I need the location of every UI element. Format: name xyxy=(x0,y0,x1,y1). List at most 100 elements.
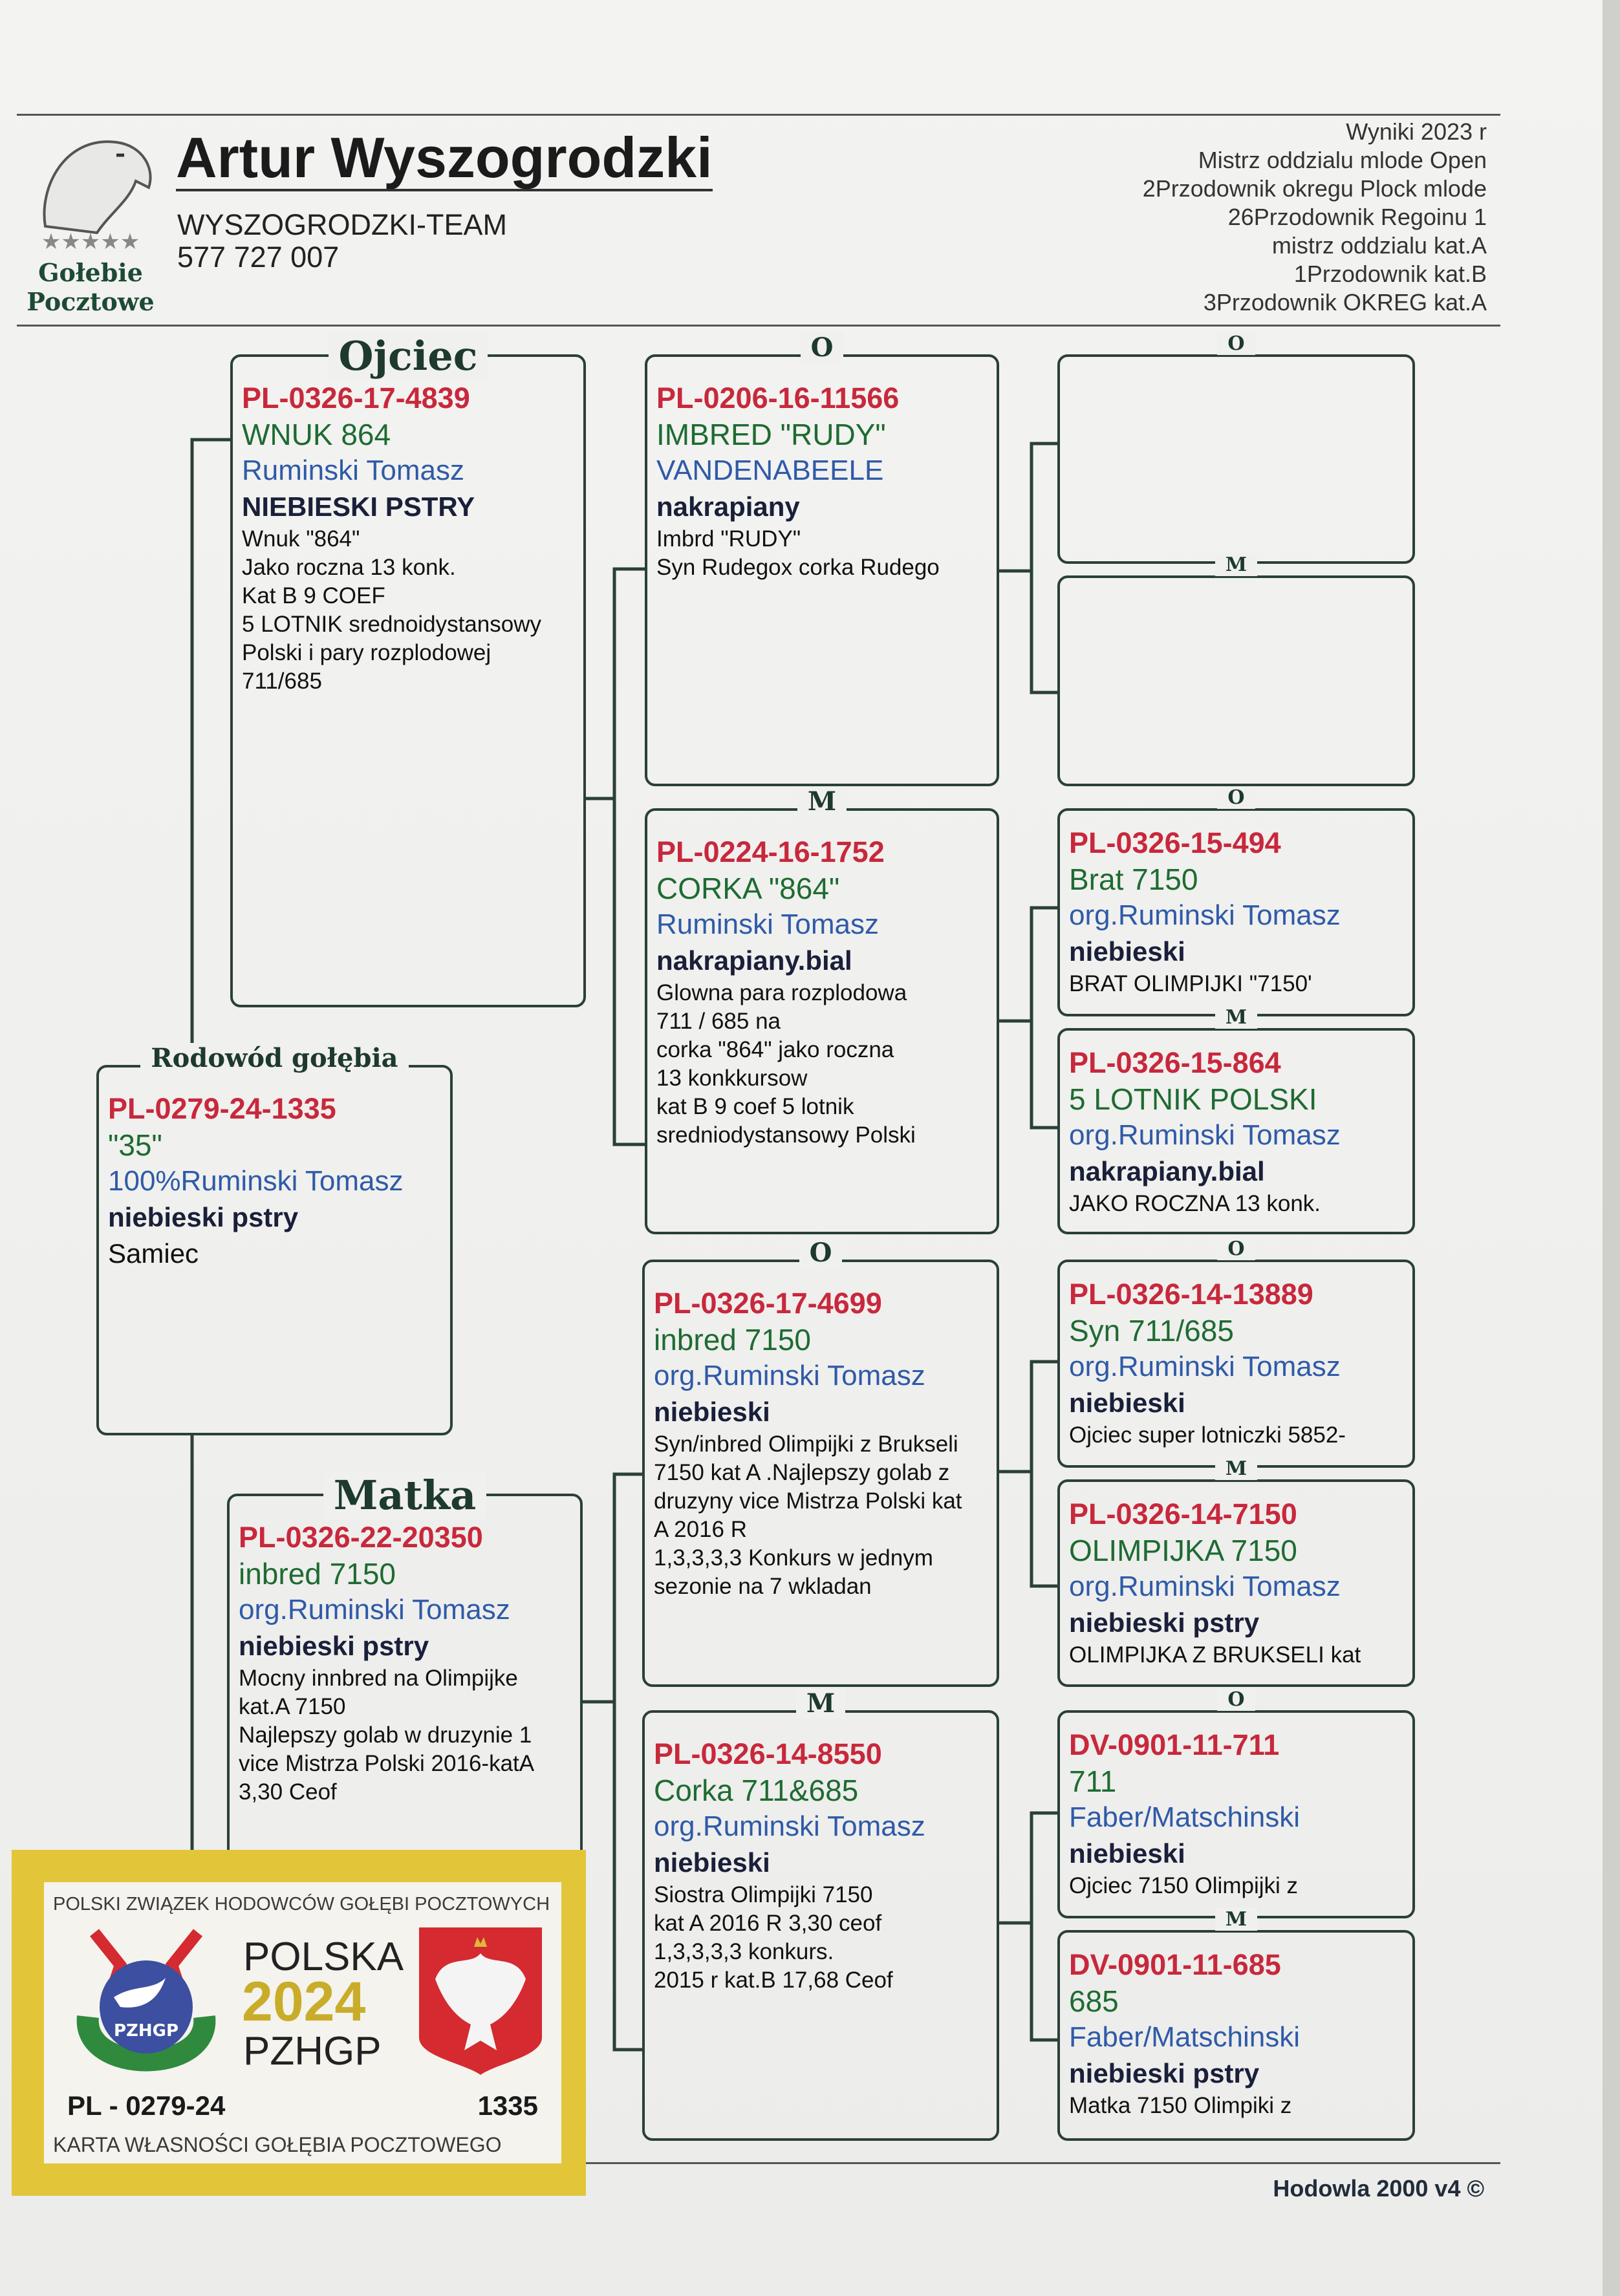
result-line: 3Przodownik OKREG kat.A xyxy=(1203,289,1487,316)
pigeon-name: Syn 711/685 xyxy=(1069,1314,1234,1347)
ring-number: PL-0326-14-13889 xyxy=(1069,1278,1313,1311)
polish-eagle-shield-icon xyxy=(419,1927,542,2075)
ring-number: PL-0326-17-4839 xyxy=(242,381,470,414)
pigeon-name: inbred 7150 xyxy=(654,1323,811,1357)
note-line: druzyny vice Mistrza Polski kat xyxy=(654,1488,962,1514)
note-line: kat A 2016 R 3,30 ceof xyxy=(654,1911,882,1936)
ring-number: DV-0901-11-685 xyxy=(1069,1948,1281,1981)
sticker-year: 2024 xyxy=(242,1971,366,2033)
note-line: Wnuk "864" xyxy=(242,526,360,552)
plumage-color: nakrapiany xyxy=(656,491,800,522)
note-line: 5 LOTNIK srednoidystansowy xyxy=(242,612,541,637)
box-label: M xyxy=(1215,553,1258,576)
breeder-owner: org.Ruminski Tomasz xyxy=(239,1594,510,1625)
note-line: JAKO ROCZNA 13 konk. xyxy=(1069,1191,1321,1216)
box-label: Rodowód gołębia xyxy=(140,1043,409,1073)
pigeon-name: IMBRED "RUDY" xyxy=(656,418,886,451)
software-credit: Hodowla 2000 v4 © xyxy=(1273,2175,1484,2202)
breeder-owner: Faber/Matschinski xyxy=(1069,1801,1301,1833)
ring-number: PL-0326-22-20350 xyxy=(239,1521,483,1554)
note-line: 13 konkkursow xyxy=(656,1066,808,1091)
box-label: O xyxy=(1217,332,1255,355)
result-line: Wyniki 2023 r xyxy=(1346,118,1487,145)
header-top-rule xyxy=(17,114,1500,116)
breeder-name: Artur Wyszogrodzki xyxy=(176,127,713,191)
breeder-owner: Faber/Matschinski xyxy=(1069,2021,1301,2053)
plumage-color: NIEBIESKI PSTRY xyxy=(242,491,475,522)
box-label: M xyxy=(795,1688,846,1719)
plumage-color: niebieski pstry xyxy=(1069,2058,1260,2088)
svg-text:Gołebie: Gołebie xyxy=(38,258,143,287)
note-line: vice Mistrza Polski 2016-katA xyxy=(239,1751,535,1776)
ring-number: PL-0279-24-1335 xyxy=(108,1092,336,1125)
result-line: 1Przodownik kat.B xyxy=(1293,261,1487,287)
sticker-ring-prefix: PL - 0279-24 xyxy=(67,2090,226,2121)
note-line: sredniodystansowy Polski xyxy=(656,1122,916,1148)
sticker-abbr: PZHGP xyxy=(243,2029,382,2074)
breeder-owner: org.Ruminski Tomasz xyxy=(1069,1571,1341,1602)
pigeon-name: Brat 7150 xyxy=(1069,863,1198,896)
note-line: Imbrd "RUDY" xyxy=(656,526,801,552)
breeder-owner: Ruminski Tomasz xyxy=(242,455,464,486)
pigeon-name: CORKA "864" xyxy=(656,872,840,905)
phone-number: 577 727 007 xyxy=(177,241,340,274)
note-line: 3,30 Ceof xyxy=(239,1779,337,1805)
plumage-color: niebieski xyxy=(1069,936,1185,967)
note-line: 7150 kat A .Najlepszy golab z xyxy=(654,1460,950,1485)
breeder-owner: Ruminski Tomasz xyxy=(656,908,879,940)
plumage-color: nakrapiany.bial xyxy=(656,945,852,976)
ring-number: PL-0326-14-8550 xyxy=(654,1737,882,1770)
box-label: Ojciec xyxy=(328,332,488,380)
ownership-card-sticker: POLSKI ZWIĄZEK HODOWCÓW GOŁĘBI POCZTOWYC… xyxy=(12,1850,586,2196)
pigeon-name: WNUK 864 xyxy=(242,418,391,451)
breeder-owner: org.Ruminski Tomasz xyxy=(654,1360,925,1391)
svg-text:PZHGP: PZHGP xyxy=(114,2021,178,2041)
plumage-color: niebieski xyxy=(1069,1388,1185,1418)
pigeon-name: "35" xyxy=(108,1128,162,1162)
breeder-owner: 100%Ruminski Tomasz xyxy=(108,1165,404,1197)
box-label: O xyxy=(1217,1688,1255,1711)
result-line: 2Przodownik okregu Plock mlode xyxy=(1142,175,1487,202)
pigeon-logo-icon: ★★★★★ Gołebie Pocztowe xyxy=(27,140,155,316)
header-bottom-rule xyxy=(17,325,1500,327)
ring-number: PL-0326-17-4699 xyxy=(654,1287,882,1320)
note-line: OLIMPIJKA Z BRUKSELI kat xyxy=(1069,1642,1361,1668)
great-grandparent-box: O xyxy=(1057,332,1415,564)
sticker-card-title: KARTA WŁASNOŚCI GOŁĘBIA POCZTOWEGO xyxy=(53,2133,502,2156)
pigeon-name: 5 LOTNIK POLSKI xyxy=(1069,1082,1317,1116)
note-line: 1,3,3,3,3 Konkurs w jednym xyxy=(654,1545,933,1571)
ring-number: PL-0326-15-494 xyxy=(1069,826,1281,859)
great-grandparent-box: M xyxy=(1057,553,1415,786)
box-label: O xyxy=(1217,1238,1255,1260)
ring-number: PL-0224-16-1752 xyxy=(656,835,885,868)
box-label: O xyxy=(800,332,844,363)
note-line: Siostra Olimpijki 7150 xyxy=(654,1882,873,1907)
box-label: O xyxy=(1217,786,1255,809)
pigeon-name: OLIMPIJKA 7150 xyxy=(1069,1534,1297,1567)
plumage-color: niebieski xyxy=(1069,1838,1185,1869)
ring-number: PL-0206-16-11566 xyxy=(656,381,900,414)
note-line: A 2016 R xyxy=(654,1517,747,1542)
footer-rule xyxy=(17,2162,1500,2164)
note-line: BRAT OLIMPIJKI "7150' xyxy=(1069,971,1312,996)
note-line: Ojciec super lotniczki 5852- xyxy=(1069,1422,1346,1448)
note-line: 711 / 685 na xyxy=(656,1009,781,1034)
pzhgp-emblem-icon: PZHGP xyxy=(76,1929,216,2072)
plumage-color: niebieski pstry xyxy=(1069,1607,1260,1638)
plumage-color: niebieski pstry xyxy=(108,1202,299,1232)
note-line: Matka 7150 Olimpiki z xyxy=(1069,2093,1292,2118)
note-line: Jako roczna 13 konk. xyxy=(242,555,456,580)
breeder-owner: org.Ruminski Tomasz xyxy=(1069,899,1341,931)
plumage-color: niebieski xyxy=(654,1397,770,1427)
pigeon-name: 711 xyxy=(1069,1765,1117,1798)
note-line: sezonie na 7 wkladan xyxy=(654,1574,872,1599)
plumage-color: nakrapiany.bial xyxy=(1069,1156,1265,1186)
